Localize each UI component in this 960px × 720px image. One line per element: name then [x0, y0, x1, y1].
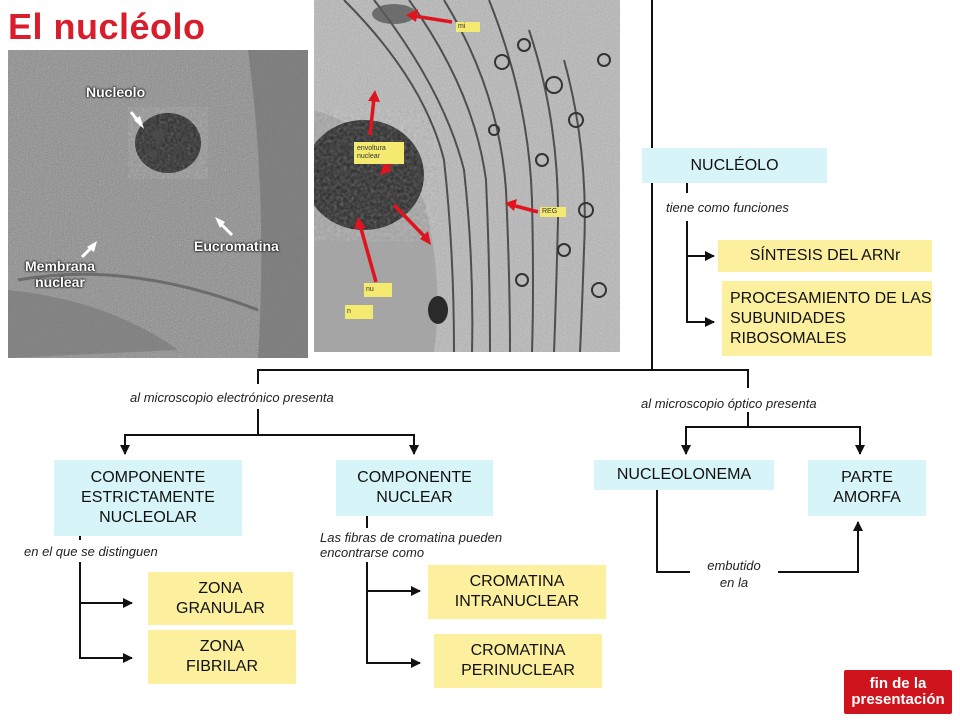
label-microscopio-optico: al microscopio óptico presenta — [641, 396, 817, 411]
label-en-el-que-se-distinguen: en el que se distinguen — [24, 544, 158, 559]
componente-nuclear-box: COMPONENTE NUCLEAR — [336, 460, 493, 516]
micrograph-reticulum: mi envoltura nuclear REG nu n — [314, 0, 620, 352]
nu-tag: nu — [364, 283, 392, 297]
reg-tag: REG — [540, 207, 566, 217]
label-fibras-cromatina: Las fibras de cromatina pueden encontrar… — [320, 530, 503, 560]
slide-title: El nucléolo — [8, 6, 206, 47]
membrana-photo-label: Membrana nuclear — [25, 258, 96, 290]
label-tiene-como-funciones: tiene como funciones — [666, 200, 789, 215]
nucleolo-photo-label: Nucleolo — [86, 84, 146, 100]
envoltura-nuclear-tag: envoltura nuclear — [354, 142, 404, 164]
zona-fibrilar-box: ZONA FIBRILAR — [148, 630, 296, 684]
mi-tag: mi — [456, 22, 480, 32]
procesamiento-box: PROCESAMIENTO DE LAS SUBUNIDADES RIBOSOM… — [722, 281, 932, 356]
label-embutido-en-la: embutido en la — [707, 558, 761, 590]
componente-estrictamente-nucleolar-box: COMPONENTE ESTRICTAMENTE NUCLEOLAR — [54, 460, 242, 536]
label-microscopio-electronico: al microscopio electrónico presenta — [130, 390, 334, 405]
fin-de-la-presentacion-label: fin de la presentación — [851, 675, 945, 708]
cromatina-intranuclear-box: CROMATINA INTRANUCLEAR — [428, 565, 606, 619]
nucleolonema-box: NUCLEOLONEMA — [594, 460, 774, 490]
eucromatina-photo-label: Eucromatina — [194, 238, 279, 254]
fin-de-la-presentacion-button[interactable]: fin de la presentación — [844, 670, 952, 714]
zona-granular-box: ZONA GRANULAR — [148, 572, 293, 625]
n-tag: n — [345, 305, 373, 319]
sintesis-arnr-box: SÍNTESIS DEL ARNr — [718, 240, 932, 272]
nucleolo-box: NUCLÉOLO — [642, 148, 827, 183]
parte-amorfa-box: PARTE AMORFA — [808, 460, 926, 516]
micrograph-nucleus: Nucleolo Eucromatina Membrana nuclear — [8, 50, 308, 358]
cromatina-perinuclear-box: CROMATINA PERINUCLEAR — [434, 634, 602, 688]
